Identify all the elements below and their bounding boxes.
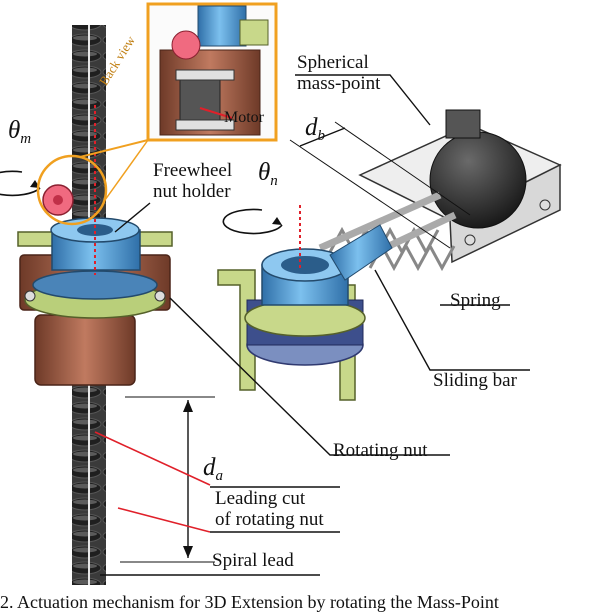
label-sliding-bar: Sliding bar: [433, 370, 517, 391]
label-leading-cut: Leading cut of rotating nut: [215, 488, 324, 530]
left-nut-assembly: [17, 217, 173, 386]
leader-lines: [100, 74, 530, 576]
motor-gear: [42, 184, 74, 216]
right-mass-assembly: [217, 109, 562, 401]
label-spherical-mass-point: Spherical mass-point: [297, 52, 381, 94]
theta-m-symbol: θm: [8, 117, 32, 148]
theta-m-rotation-arrow: [0, 170, 41, 197]
label-motor: Motor: [224, 109, 264, 126]
theta-n-rotation-arrow: [222, 208, 283, 235]
label-spring: Spring: [450, 290, 501, 311]
back-view-inset: [146, 2, 278, 142]
figure-caption: 2. Actuation mechanism for 3D Extension …: [0, 592, 499, 612]
d-a-symbol: da: [203, 454, 223, 485]
label-freewheel-nut-holder: Freewheel nut holder: [153, 160, 233, 202]
red-leader-lines: [94, 431, 211, 533]
theta-n-symbol: θn: [258, 159, 278, 190]
label-rotating-nut: Rotating nut: [333, 440, 428, 461]
d-b-symbol: db: [305, 114, 325, 145]
zoom-callout-circle: [36, 154, 108, 226]
label-spiral-lead: Spiral lead: [212, 550, 294, 571]
